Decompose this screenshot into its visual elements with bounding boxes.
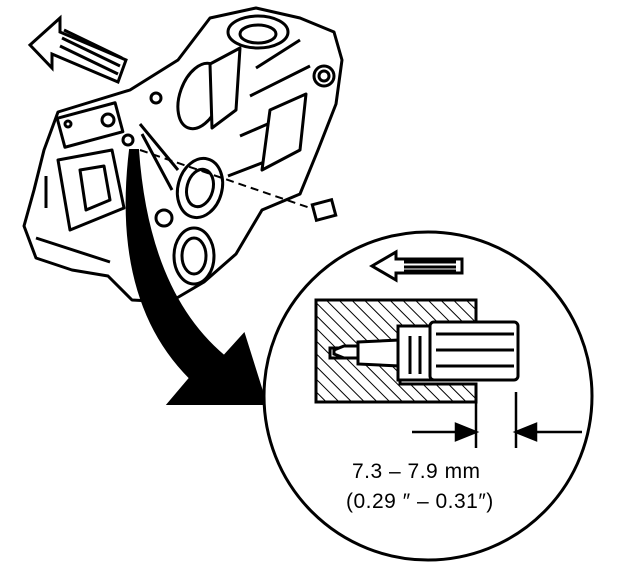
callout-arrow	[125, 149, 268, 405]
direction-arrow-top	[27, 14, 128, 84]
plug-detail	[332, 320, 520, 382]
dimension-imperial-label: (0.29 ″ – 0.31″)	[346, 490, 494, 513]
dimension-marker	[412, 392, 582, 448]
engine-block	[22, 6, 344, 304]
direction-arrow-detail	[369, 249, 464, 283]
dimension-metric-label: 7.3 – 7.9 mm	[352, 460, 481, 483]
plug-assembly	[139, 149, 338, 223]
